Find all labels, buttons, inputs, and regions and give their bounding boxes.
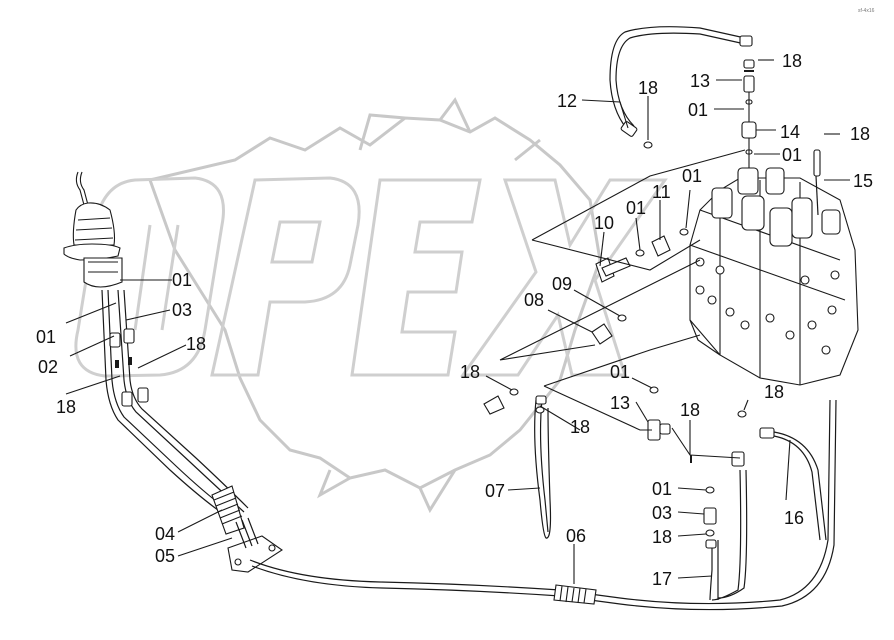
callout-01-fitting-10: 01 [626,198,646,218]
clamp-bracket-05 [227,517,283,573]
callout-13-top: 13 [690,71,710,91]
callout-01-stack-b: 01 [782,145,802,165]
callout-06: 06 [566,526,586,546]
hose-bundle-06 [249,399,837,611]
callout-18-lower-left: 18 [570,417,590,437]
tee-fitting-13 [647,386,671,441]
hose-16 [737,410,827,541]
callout-labels: 01 01 03 02 18 18 04 05 06 07 08 09 10 0… [36,51,873,589]
callout-09: 09 [552,274,572,294]
callout-04: 04 [155,524,175,544]
watermark-text [74,176,668,378]
callout-18-joystick-left: 18 [56,397,76,417]
hose-17 [703,451,748,601]
callout-03-joystick: 03 [172,300,192,320]
callout-18-joystick-right: 18 [186,334,206,354]
fittings-08-09 [591,314,627,345]
protective-sleeve-04 [211,485,245,535]
callout-01-stack-a: 01 [688,100,708,120]
callout-01-joystick-left: 01 [36,327,56,347]
hose-12 [609,26,753,137]
fitting-stack-top [741,59,757,168]
callout-12: 12 [557,91,577,111]
oring-18-top [643,141,653,149]
callout-10: 10 [594,213,614,233]
callout-17: 17 [652,569,672,589]
hose-15 [813,149,821,216]
corner-mark: sf-4x16 [858,8,875,14]
hose-07 [483,395,552,539]
callout-18-hose-12: 18 [638,78,658,98]
pilot-control-valve [63,171,123,288]
callout-01-fitting-11: 01 [682,166,702,186]
callout-01-tee: 01 [610,362,630,382]
callout-15: 15 [853,171,873,191]
leader-lines [65,59,850,584]
callout-07: 07 [485,481,505,501]
joystick-hoses [101,289,249,521]
callout-18-right: 18 [850,124,870,144]
callout-18-hose-16: 18 [764,382,784,402]
callout-18-lower-mid: 18 [680,400,700,420]
callout-05: 05 [155,546,175,566]
marker-18-mid [690,455,692,463]
callout-18-hose-07: 18 [460,362,480,382]
callout-08: 08 [524,290,544,310]
callout-16: 16 [784,508,804,528]
callout-02: 02 [38,357,58,377]
callout-11: 11 [652,182,671,202]
callout-03-hose-17: 03 [652,503,672,523]
main-control-valve [689,167,859,386]
oring-18-left [509,388,519,396]
callout-14: 14 [780,122,800,142]
callout-18-hose-17: 18 [652,527,672,547]
callout-01-hose-17: 01 [652,479,672,499]
callout-13-lower: 13 [610,393,630,413]
callout-18-top: 18 [782,51,802,71]
callout-01-joystick-top: 01 [172,270,192,290]
